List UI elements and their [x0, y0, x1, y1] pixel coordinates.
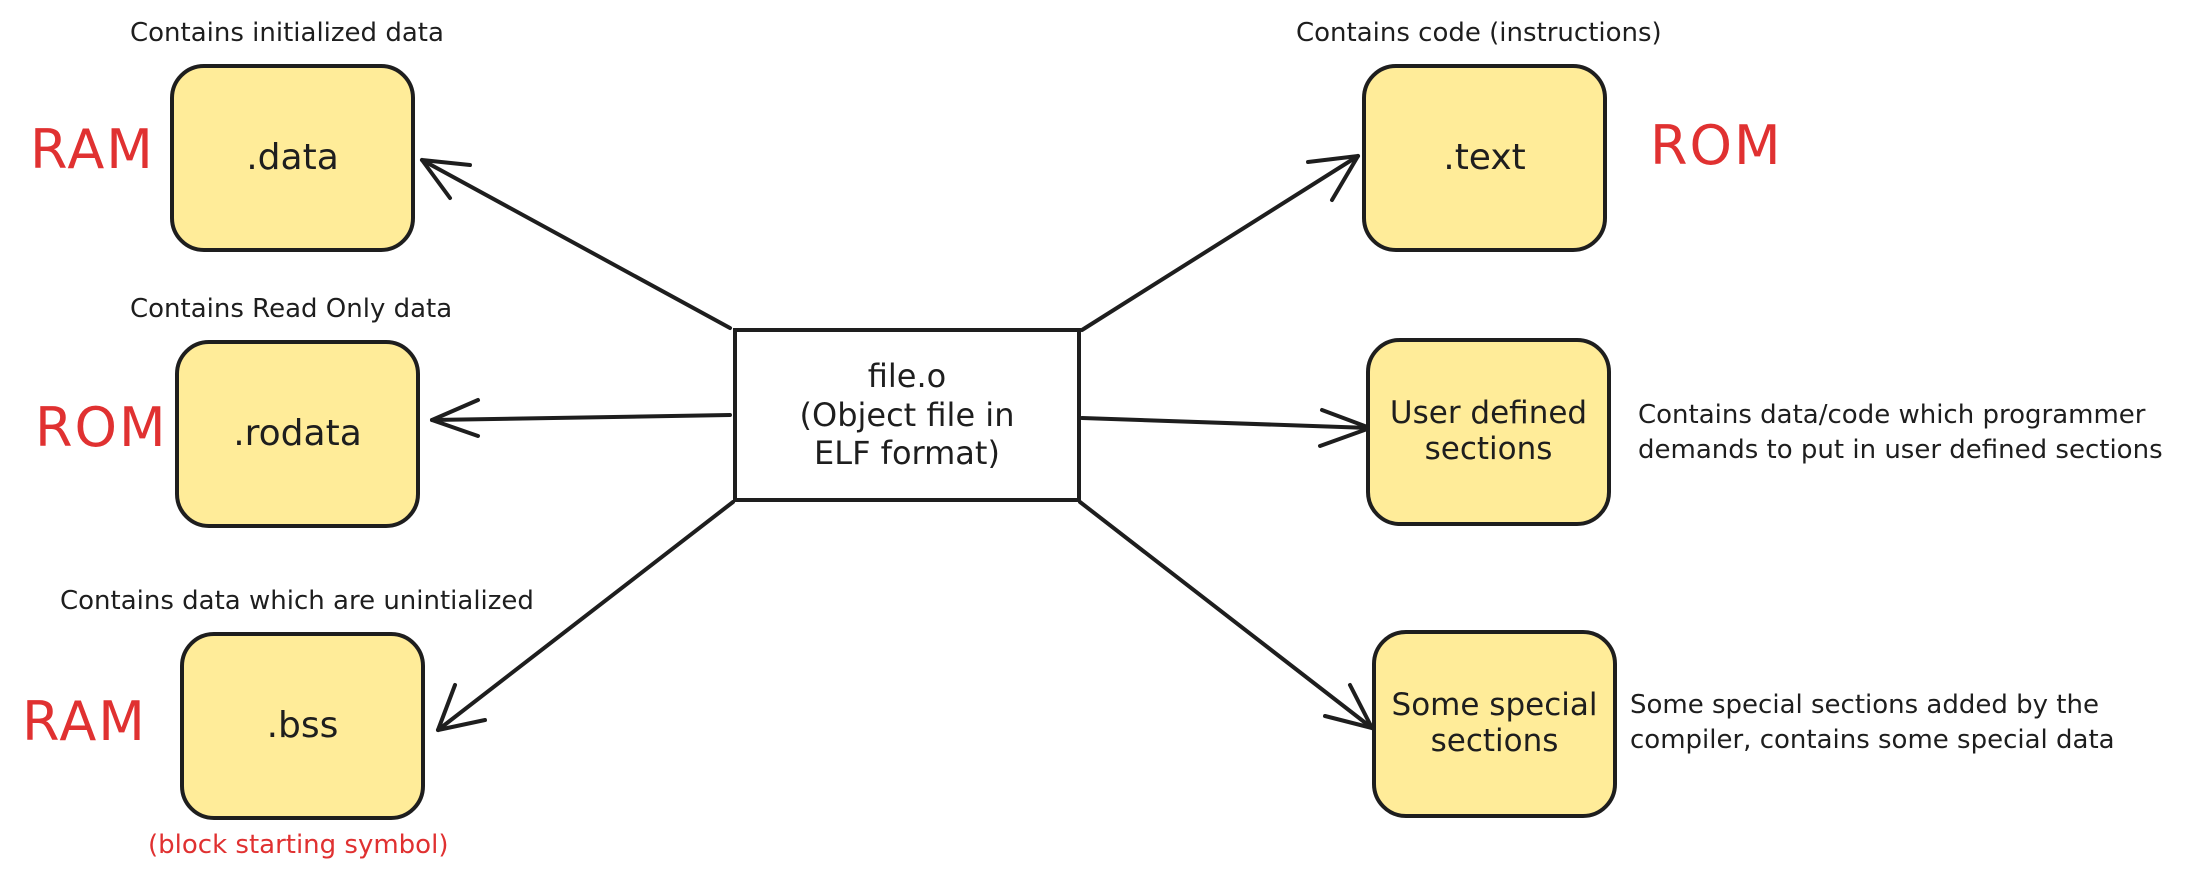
special-sections-label: Some special sections [1391, 687, 1598, 759]
data-section-box: .data [170, 64, 415, 252]
arrow-to-bss [436, 500, 735, 732]
arrow-to-text [1080, 154, 1360, 332]
data-description: Contains initialized data [130, 18, 444, 48]
data-memory-label: RAM [30, 118, 155, 181]
object-file-label: file.o (Object file in ELF format) [799, 357, 1015, 473]
object-file-box: file.o (Object file in ELF format) [733, 328, 1081, 502]
bss-description: Contains data which are unintialized [60, 586, 534, 616]
text-section-label: .text [1443, 137, 1526, 179]
user-sections-label: User defined sections [1389, 395, 1588, 467]
arrow-to-rodata [430, 398, 732, 438]
arrow-to-special-sections [1078, 500, 1374, 730]
special-sections-description: Some special sections added by the compi… [1630, 690, 2115, 756]
bss-section-box: .bss [180, 632, 425, 820]
bss-acronym-note: (block starting symbol) [148, 830, 449, 860]
text-description: Contains code (instructions) [1296, 18, 1662, 48]
text-memory-label: ROM [1650, 114, 1783, 177]
rodata-description: Contains Read Only data [130, 294, 453, 324]
bss-memory-label: RAM [22, 690, 147, 753]
rodata-memory-label: ROM [35, 396, 168, 459]
bss-section-label: .bss [266, 705, 339, 747]
data-section-label: .data [246, 137, 339, 179]
rodata-section-label: .rodata [233, 413, 362, 455]
user-sections-box: User defined sections [1366, 338, 1611, 526]
text-section-box: .text [1362, 64, 1607, 252]
rodata-section-box: .rodata [175, 340, 420, 528]
arrow-to-user-sections [1080, 408, 1372, 448]
user-sections-description: Contains data/code which programmer dema… [1638, 400, 2163, 466]
arrow-to-data [420, 158, 732, 330]
special-sections-box: Some special sections [1372, 630, 1617, 818]
